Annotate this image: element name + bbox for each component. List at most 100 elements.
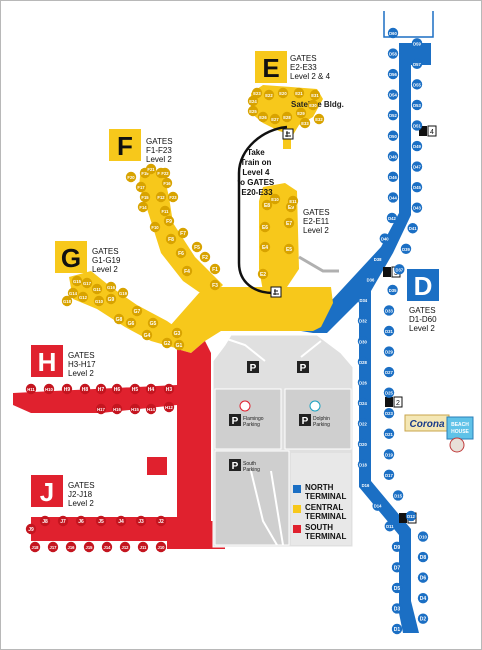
gate-f6[interactable]: F6	[175, 247, 187, 259]
gate-d26[interactable]: D26	[357, 377, 369, 388]
gate-e24[interactable]: E24	[247, 95, 259, 107]
gate-d33[interactable]: D33	[383, 305, 395, 316]
gate-d32[interactable]: D32	[357, 315, 369, 326]
gate-d37[interactable]: D37	[394, 264, 405, 275]
gate-d27[interactable]: D27	[383, 366, 395, 378]
gate-d2[interactable]: D2	[417, 613, 429, 624]
dolphin-parking[interactable]: P Dolphin Parking	[299, 400, 330, 428]
gate-f10[interactable]: F10	[149, 221, 161, 233]
gate-h3[interactable]: H3	[163, 383, 175, 395]
gate-d1[interactable]: D1	[391, 623, 403, 635]
gate-j2[interactable]: J2	[155, 515, 167, 527]
gate-h15[interactable]: H15	[129, 403, 141, 415]
gate-j15[interactable]: J15	[83, 541, 95, 553]
gate-d43[interactable]: D43	[411, 202, 423, 213]
gate-d51[interactable]: D51	[411, 120, 423, 131]
gate-h9[interactable]: H9	[61, 383, 73, 395]
gate-d45[interactable]: D45	[411, 181, 423, 193]
gate-e27[interactable]: E27	[269, 113, 281, 125]
gate-f8[interactable]: F8	[165, 233, 177, 245]
gate-g7[interactable]: G7	[131, 305, 143, 317]
gate-d28[interactable]: D28	[357, 356, 369, 368]
gate-f5[interactable]: F5	[191, 241, 203, 253]
gate-d56[interactable]: D56	[387, 68, 399, 80]
gate-e23[interactable]: E23	[251, 87, 263, 99]
gate-d18[interactable]: D18	[357, 459, 369, 470]
gate-f11[interactable]: F11	[159, 205, 171, 217]
gate-d46[interactable]: D46	[387, 171, 399, 183]
gate-f22[interactable]: F22	[159, 167, 171, 179]
gate-d23[interactable]: D23	[383, 408, 395, 419]
gate-e6[interactable]: E6	[259, 221, 271, 233]
gate-d44[interactable]: D44	[387, 192, 399, 203]
gate-e26[interactable]: E26	[257, 111, 269, 123]
flamingo-parking[interactable]: P Flamingo Parking	[229, 400, 264, 428]
gate-h7[interactable]: H7	[95, 383, 107, 395]
gate-d35[interactable]: D35	[387, 284, 398, 296]
gate-f1[interactable]: F1	[209, 263, 221, 275]
gate-d55[interactable]: D55	[411, 79, 423, 90]
gate-d40[interactable]: D40	[379, 233, 390, 244]
gate-h10[interactable]: H10	[43, 383, 55, 395]
gate-j5[interactable]: J5	[95, 515, 107, 527]
gate-h6[interactable]: H6	[111, 383, 123, 395]
gate-j7[interactable]: J7	[57, 515, 69, 527]
gate-d9[interactable]: D9	[391, 541, 403, 552]
gate-g5[interactable]: G5	[147, 317, 159, 329]
gate-j12[interactable]: J12	[119, 541, 131, 553]
gate-e11[interactable]: E11	[287, 195, 299, 207]
gate-d41[interactable]: D41	[407, 223, 418, 234]
gate-h4[interactable]: H4	[145, 383, 157, 395]
gate-d58[interactable]: D58	[387, 48, 399, 59]
gate-j14[interactable]: J14	[101, 541, 113, 553]
corona-ad[interactable]: Corona	[404, 414, 450, 432]
gate-g10[interactable]: G10	[93, 295, 105, 307]
gate-j16[interactable]: J16	[65, 541, 77, 553]
gate-j17[interactable]: J17	[47, 541, 59, 553]
gate-h5[interactable]: H5	[129, 383, 141, 395]
concourse-d-badge[interactable]: D GATES D1-D60 Level 2	[407, 269, 439, 333]
concourse-j-badge[interactable]: J GATES J2-J18 Level 2	[31, 475, 97, 508]
gate-d8[interactable]: D8	[417, 551, 429, 563]
gate-h8[interactable]: H8	[79, 383, 91, 395]
gate-g6[interactable]: G6	[125, 317, 137, 329]
gate-j3[interactable]: J3	[135, 515, 147, 527]
gate-d4[interactable]: D4	[417, 592, 429, 604]
gate-e2[interactable]: E2	[257, 268, 269, 280]
gate-d24[interactable]: D24	[357, 397, 369, 409]
gate-d11[interactable]: D11	[384, 521, 396, 532]
gate-f7[interactable]: F7	[177, 227, 189, 239]
gate-e4[interactable]: E4	[259, 241, 271, 253]
gate-d22[interactable]: D22	[357, 418, 369, 429]
gate-f17[interactable]: F17	[135, 181, 147, 193]
gate-e28[interactable]: E28	[281, 111, 293, 123]
gate-h17[interactable]: H17	[95, 403, 107, 415]
gate-g1[interactable]: G1	[173, 339, 185, 351]
gate-g19[interactable]: G19	[117, 287, 129, 299]
gate-g4[interactable]: G4	[141, 329, 153, 341]
gate-d7[interactable]: D7	[391, 562, 403, 573]
gate-d39[interactable]: D39	[400, 243, 412, 254]
gate-j8[interactable]: J8	[39, 515, 51, 527]
concourse-h-badge[interactable]: H GATES H3-H17 Level 2	[31, 345, 98, 378]
gate-g8[interactable]: G8	[113, 313, 125, 325]
gate-e8[interactable]: E8	[261, 199, 273, 211]
gate-e20[interactable]: E20	[277, 87, 289, 99]
gate-d50[interactable]: D50	[387, 130, 399, 141]
gate-d53[interactable]: D53	[411, 99, 423, 111]
gate-e32[interactable]: E32	[313, 113, 325, 125]
gate-g3[interactable]: G3	[171, 327, 183, 339]
gate-h11[interactable]: H11	[25, 383, 37, 395]
gate-e25[interactable]: E25	[247, 105, 259, 117]
gate-e33[interactable]: E33	[299, 117, 311, 129]
gate-d31[interactable]: D31	[383, 325, 395, 337]
gate-e30[interactable]: E30	[307, 99, 319, 111]
gate-d10[interactable]: D10	[417, 531, 429, 542]
gate-g2[interactable]: G2	[161, 337, 173, 349]
gate-d30[interactable]: D30	[357, 336, 369, 347]
gate-f9[interactable]: F9	[163, 215, 175, 227]
concourse-e-badge[interactable]: E GATES E2-E33 Level 2 & 4	[255, 51, 331, 83]
gate-d19[interactable]: D19	[383, 449, 395, 460]
gate-g11[interactable]: G11	[91, 283, 103, 295]
gate-d5[interactable]: D5	[391, 582, 403, 594]
